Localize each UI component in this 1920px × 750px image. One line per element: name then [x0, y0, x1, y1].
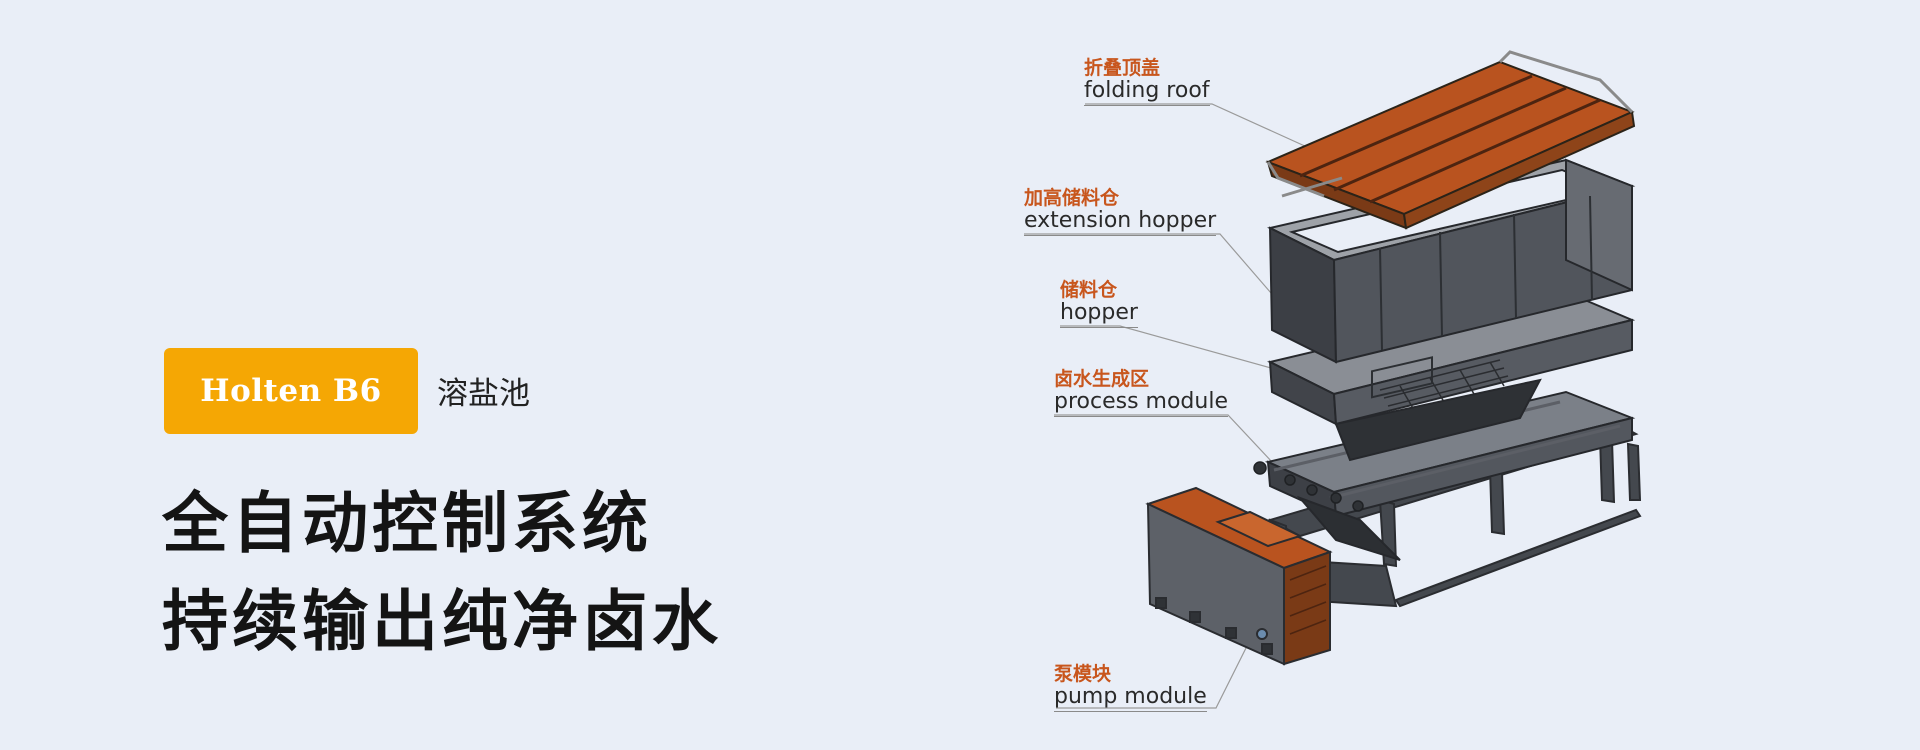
- leader-line-folding-roof: [1085, 103, 1319, 153]
- label-extension-hopper-en: extension hopper: [1024, 209, 1217, 236]
- process-module-tray: [1253, 390, 1636, 561]
- label-folding-roof: 折叠顶盖 folding roof: [1084, 57, 1210, 106]
- product-badge-label: Holten B6: [200, 373, 382, 409]
- pump-module-unit: [1145, 486, 1333, 666]
- headline-line-1: 全自动控制系统: [162, 484, 652, 562]
- product-badge: Holten B6: [164, 348, 418, 434]
- label-pump-module-zh: 泵模块: [1054, 663, 1112, 685]
- label-folding-roof-zh: 折叠顶盖: [1084, 57, 1161, 79]
- label-pump-module-en: pump module: [1054, 685, 1207, 712]
- label-process-module-en: process module: [1054, 390, 1228, 417]
- label-extension-hopper: 加高储料仓 extension hopper: [1024, 187, 1217, 236]
- headline-line-2: 持续输出纯净卤水: [162, 582, 722, 660]
- extension-hopper-module: [1267, 158, 1636, 364]
- label-extension-hopper-zh: 加高储料仓: [1024, 187, 1120, 209]
- leader-line-process-module: [1054, 414, 1273, 463]
- label-folding-roof-en: folding roof: [1084, 79, 1210, 106]
- leader-line-hopper: [1060, 325, 1279, 371]
- label-process-module-zh: 卤水生成区: [1054, 368, 1150, 390]
- label-pump-module: 泵模块 pump module: [1054, 663, 1207, 712]
- label-process-module: 卤水生成区 process module: [1054, 368, 1228, 417]
- hopper-module: [1267, 290, 1636, 462]
- label-hopper-zh: 储料仓: [1060, 279, 1118, 301]
- label-hopper-en: hopper: [1060, 301, 1138, 328]
- folding-roof-module: [1265, 50, 1636, 230]
- product-subtitle: 溶盐池: [437, 376, 530, 412]
- label-hopper: 储料仓 hopper: [1060, 279, 1138, 328]
- base-frame: [1267, 418, 1642, 608]
